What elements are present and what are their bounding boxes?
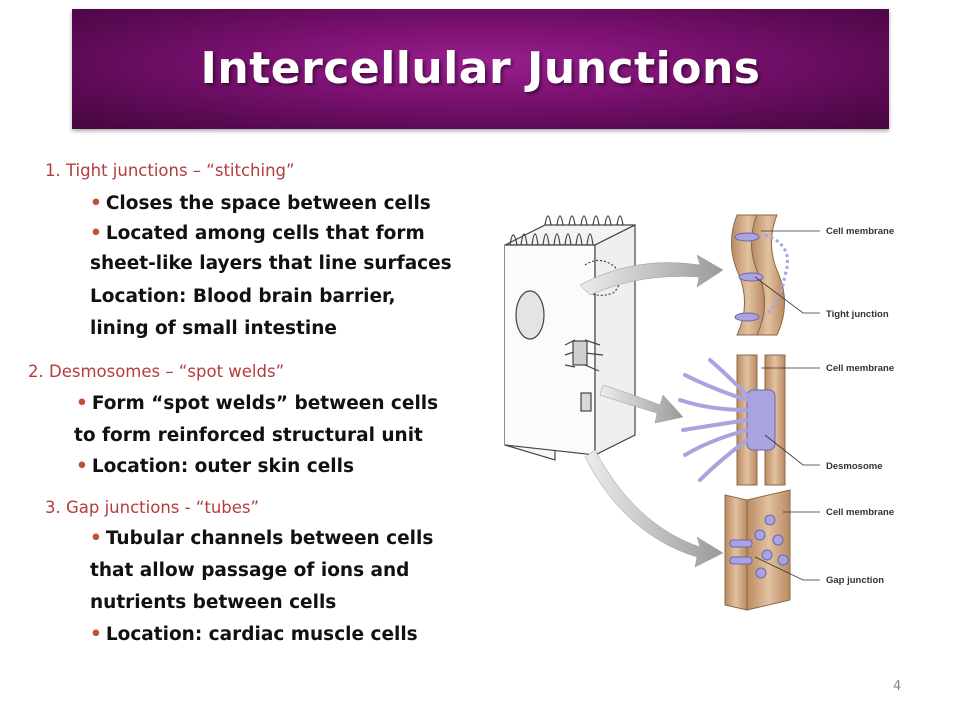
bullet-text: to form reinforced structural unit [74, 425, 423, 446]
bullet-text: •Location: outer skin cells [76, 456, 354, 477]
bullet-text: nutrients between cells [90, 592, 337, 613]
arrow-to-tight-junction [579, 254, 724, 296]
bullet-text: •Tubular channels between cells [90, 528, 434, 549]
bullet-text: Location: Blood brain barrier, [90, 286, 396, 307]
bullet-text: lining of small intestine [90, 318, 337, 339]
arrow-to-desmosome [599, 384, 684, 424]
bullet-text: •Located among cells that form [90, 223, 425, 244]
bullet-text: •Location: cardiac muscle cells [90, 624, 418, 645]
label-desmosome: Desmosome [826, 461, 883, 472]
gap-junction-illustration [724, 489, 791, 611]
section-heading-gap-junctions: 3. Gap junctions - “tubes” [45, 498, 260, 517]
tight-junction-illustration [731, 214, 789, 336]
arrow-to-gap-junction [584, 449, 724, 568]
title-banner: Intercellular Junctions [72, 9, 889, 129]
label-tight-junction: Tight junction [826, 309, 889, 320]
label-cell-membrane: Cell membrane [826, 226, 894, 237]
bullet-icon: • [90, 223, 102, 244]
bullet-icon: • [76, 456, 88, 477]
bullet-text: •Closes the space between cells [90, 193, 431, 214]
bullet-icon: • [90, 193, 102, 214]
label-cell-membrane: Cell membrane [826, 507, 894, 518]
section-heading-tight-junctions: 1. Tight junctions – “stitching” [45, 161, 295, 180]
epithelial-cells-drawing [504, 215, 636, 461]
page-number: 4 [893, 679, 902, 694]
label-gap-junction: Gap junction [826, 575, 884, 586]
bullet-text: •Form “spot welds” between cells [76, 393, 439, 414]
bullet-text: that allow passage of ions and [90, 560, 410, 581]
label-cell-membrane: Cell membrane [826, 363, 894, 374]
bullet-icon: • [90, 624, 102, 645]
bullet-icon: • [76, 393, 88, 414]
page-title: Intercellular Junctions [200, 43, 761, 94]
bullet-text: sheet-like layers that line surfaces [90, 253, 452, 274]
bullet-icon: • [90, 528, 102, 549]
section-heading-desmosomes: 2. Desmosomes – “spot welds” [28, 362, 285, 381]
desmosome-illustration [678, 354, 786, 486]
junctions-diagram: Cell membrane Tight junction Cell membra… [504, 214, 894, 611]
